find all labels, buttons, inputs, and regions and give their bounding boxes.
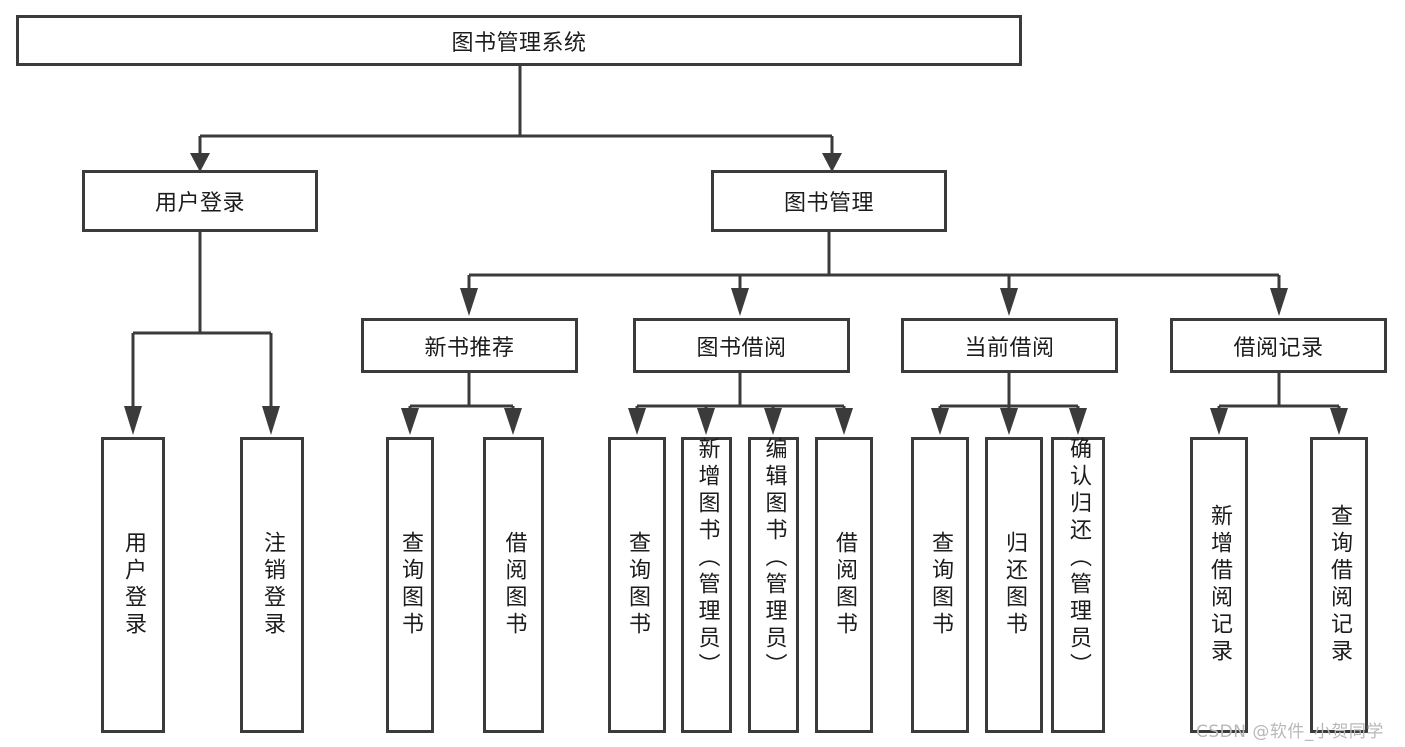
leaf-box-query-book-2[interactable] — [608, 437, 666, 733]
arrow-head-to-current-borrow — [1000, 288, 1018, 316]
arrow-head-leaf-edit-book — [764, 408, 782, 435]
connector-book-borrow-to-leaves — [635, 372, 846, 412]
arrow-head-leaf-add-record — [1210, 408, 1228, 435]
leaf-box-borrow-book-2[interactable] — [815, 437, 873, 733]
connector-user-login-to-leaves — [131, 231, 273, 408]
arrow-head-to-book-manage — [822, 153, 842, 172]
node-box-user-login[interactable] — [82, 170, 318, 232]
arrow-head-leaf-borrow-book-2 — [835, 408, 853, 435]
leaf-box-query-book-3[interactable] — [911, 437, 969, 733]
arrow-head-leaf-query-book-3 — [931, 408, 949, 435]
arrow-head-leaf-query-book-2 — [628, 408, 646, 435]
leaf-box-edit-book[interactable] — [748, 437, 799, 733]
connector-book-manage-to-level3 — [467, 231, 1281, 290]
node-box-book-manage[interactable] — [711, 170, 947, 232]
node-box-current-borrow[interactable] — [901, 318, 1118, 373]
leaf-box-logout[interactable] — [240, 437, 304, 733]
leaf-box-query-book-1[interactable] — [386, 437, 434, 733]
arrow-head-leaf-logout — [262, 406, 280, 435]
arrow-head-to-book-borrow — [731, 288, 749, 316]
node-box-root[interactable] — [16, 15, 1022, 66]
arrow-head-leaf-user-login — [124, 406, 142, 435]
leaf-box-add-record[interactable] — [1190, 437, 1248, 733]
arrow-head-leaf-query-book-1 — [401, 408, 419, 435]
node-box-book-borrow[interactable] — [633, 318, 850, 373]
leaf-box-add-book[interactable] — [681, 437, 732, 733]
arrow-head-to-new-book-rec — [460, 288, 478, 316]
leaf-box-return-book[interactable] — [985, 437, 1043, 733]
connector-current-borrow-to-leaves — [938, 372, 1080, 412]
connector-root-to-level2 — [198, 66, 834, 155]
arrow-head-to-borrow-record — [1270, 288, 1288, 316]
arrow-head-leaf-add-book — [697, 408, 715, 435]
leaf-box-query-record[interactable] — [1310, 437, 1368, 733]
leaf-box-confirm-return[interactable] — [1051, 437, 1105, 733]
arrow-head-leaf-confirm-return — [1069, 408, 1087, 435]
arrow-head-leaf-query-record — [1330, 408, 1348, 435]
arrow-head-to-user-login — [190, 153, 210, 172]
leaf-box-user-login[interactable] — [101, 437, 165, 733]
leaf-box-borrow-book-1[interactable] — [483, 437, 544, 733]
node-box-new-book-rec[interactable] — [361, 318, 578, 373]
connector-borrow-record-to-leaves — [1217, 372, 1341, 412]
connector-new-book-rec-to-leaves — [408, 372, 515, 412]
csdn-watermark: CSDN @软件_小贺同学 — [1196, 722, 1384, 742]
arrow-head-leaf-return-book — [1000, 408, 1018, 435]
arrow-head-leaf-borrow-book-1 — [504, 408, 522, 435]
node-box-borrow-record[interactable] — [1170, 318, 1387, 373]
